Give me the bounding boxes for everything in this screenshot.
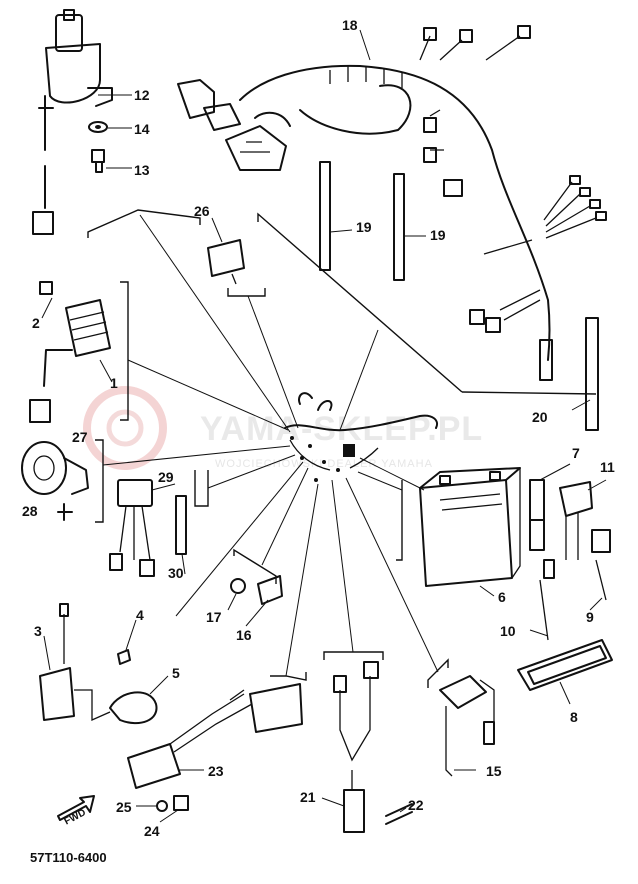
callout-15: 15 (486, 763, 502, 779)
callout-23: 23 (208, 763, 224, 779)
fwd-label: FWD (62, 807, 87, 827)
main-switch (32, 9, 113, 235)
battery (419, 467, 521, 587)
callout-1: 1 (110, 375, 118, 391)
fwd-arrow: FWD (57, 795, 95, 828)
flasher-relay (109, 479, 187, 577)
plug-cap (439, 675, 495, 777)
callout-2: 2 (32, 315, 40, 331)
ignition-coil (39, 603, 158, 725)
starter-switch (333, 661, 413, 833)
neutral-switch (230, 575, 283, 605)
washer-and-bolt (88, 121, 108, 173)
callout-13: 13 (134, 162, 150, 178)
watermark-logo-ring (83, 386, 167, 470)
watermark: YAMA-SKLEP.PL WOJCIECHOWSKI DEALER YAMAH… (83, 386, 483, 470)
callout-6: 6 (498, 589, 506, 605)
drawing-code: 57T110-6400 (30, 850, 107, 865)
callout-29: 29 (158, 469, 174, 485)
callout-7: 7 (572, 445, 580, 461)
callout-9: 9 (586, 609, 594, 625)
watermark-logo-core (106, 409, 144, 447)
callout-16: 16 (236, 627, 252, 643)
callout-14: 14 (134, 121, 150, 137)
callout-24: 24 (144, 823, 160, 839)
frame-outline (284, 392, 438, 482)
callout-leaders (41, 29, 607, 823)
callout-28: 28 (22, 503, 38, 519)
callout-19a: 19 (356, 219, 372, 235)
cable-bands (319, 161, 599, 431)
relay (207, 239, 245, 285)
callout-21: 21 (300, 789, 316, 805)
callout-19b: 19 (430, 227, 446, 243)
callout-8: 8 (570, 709, 578, 725)
callout-26: 26 (194, 203, 210, 219)
callout-27: 27 (72, 429, 88, 445)
callout-11: 11 (600, 459, 615, 475)
rectifier-regulator (29, 281, 111, 423)
callout-brackets (87, 209, 597, 688)
callout-18: 18 (342, 17, 358, 33)
callout-4: 4 (136, 607, 144, 623)
callout-5: 5 (172, 665, 180, 681)
callout-22: 22 (408, 797, 424, 813)
callout-25: 25 (116, 799, 132, 815)
watermark-text: YAMA-SKLEP.PL (200, 410, 483, 448)
callout-12: 12 (134, 87, 150, 103)
callout-numbers: 1 2 3 4 5 6 7 8 9 10 11 12 13 14 15 16 1… (22, 17, 615, 839)
callout-3: 3 (34, 623, 42, 639)
callout-20: 20 (532, 409, 548, 425)
callout-10: 10 (500, 623, 516, 639)
callout-17: 17 (206, 609, 222, 625)
callout-30: 30 (168, 565, 184, 581)
cdi-unit (127, 683, 303, 812)
battery-accessories (517, 479, 613, 691)
wire-harness (177, 25, 607, 381)
